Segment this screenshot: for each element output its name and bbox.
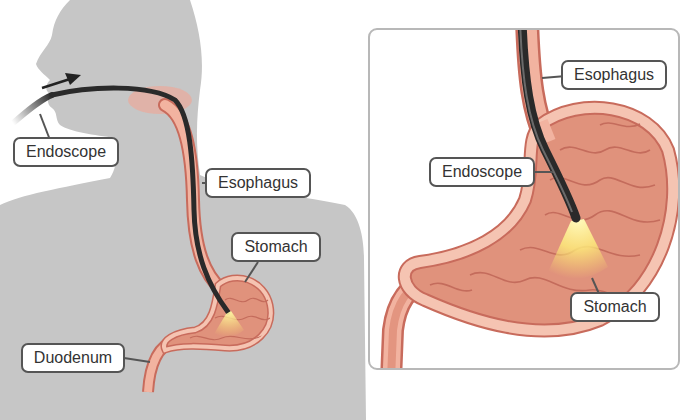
- endoscope-tube: [522, 29, 576, 218]
- callout-label: Endoscope: [13, 137, 119, 167]
- insertion-arrow: [42, 79, 70, 88]
- leader-line: [124, 358, 150, 362]
- body-silhouette: [0, 0, 366, 420]
- leader-line: [245, 262, 258, 282]
- callout-label: Esophagus: [205, 168, 311, 198]
- label-text: Stomach: [583, 297, 646, 317]
- zoom-panel-border: [369, 29, 679, 369]
- stomach-fold: [545, 211, 660, 222]
- callout-label: Stomach: [570, 292, 659, 322]
- label-text: Esophagus: [574, 65, 654, 85]
- callout-label: Duodenum: [21, 343, 125, 373]
- label-text: Endoscope: [26, 142, 106, 162]
- label-text: Endoscope: [442, 162, 522, 182]
- stomach-fold: [430, 283, 472, 291]
- endoscope-light: [548, 219, 608, 279]
- insertion-arrowhead: [65, 73, 81, 85]
- stomach-fold: [560, 147, 650, 153]
- callout-label: Stomach: [231, 232, 320, 262]
- callout-label: Endoscope: [429, 157, 535, 187]
- label-text: Esophagus: [218, 173, 298, 193]
- label-text: Stomach: [244, 237, 307, 257]
- stomach-wall: [164, 278, 271, 350]
- label-text: Duodenum: [34, 348, 112, 368]
- stomach-wall-inner: [164, 278, 271, 350]
- stomach-folds: [190, 298, 270, 339]
- stomach-fold: [600, 123, 640, 127]
- endoscope-outside: [12, 95, 52, 124]
- endoscope-light: [214, 311, 244, 337]
- callout-label: Esophagus: [561, 60, 667, 90]
- endoscope-tube: [52, 88, 228, 312]
- stomach-fold: [225, 298, 268, 301]
